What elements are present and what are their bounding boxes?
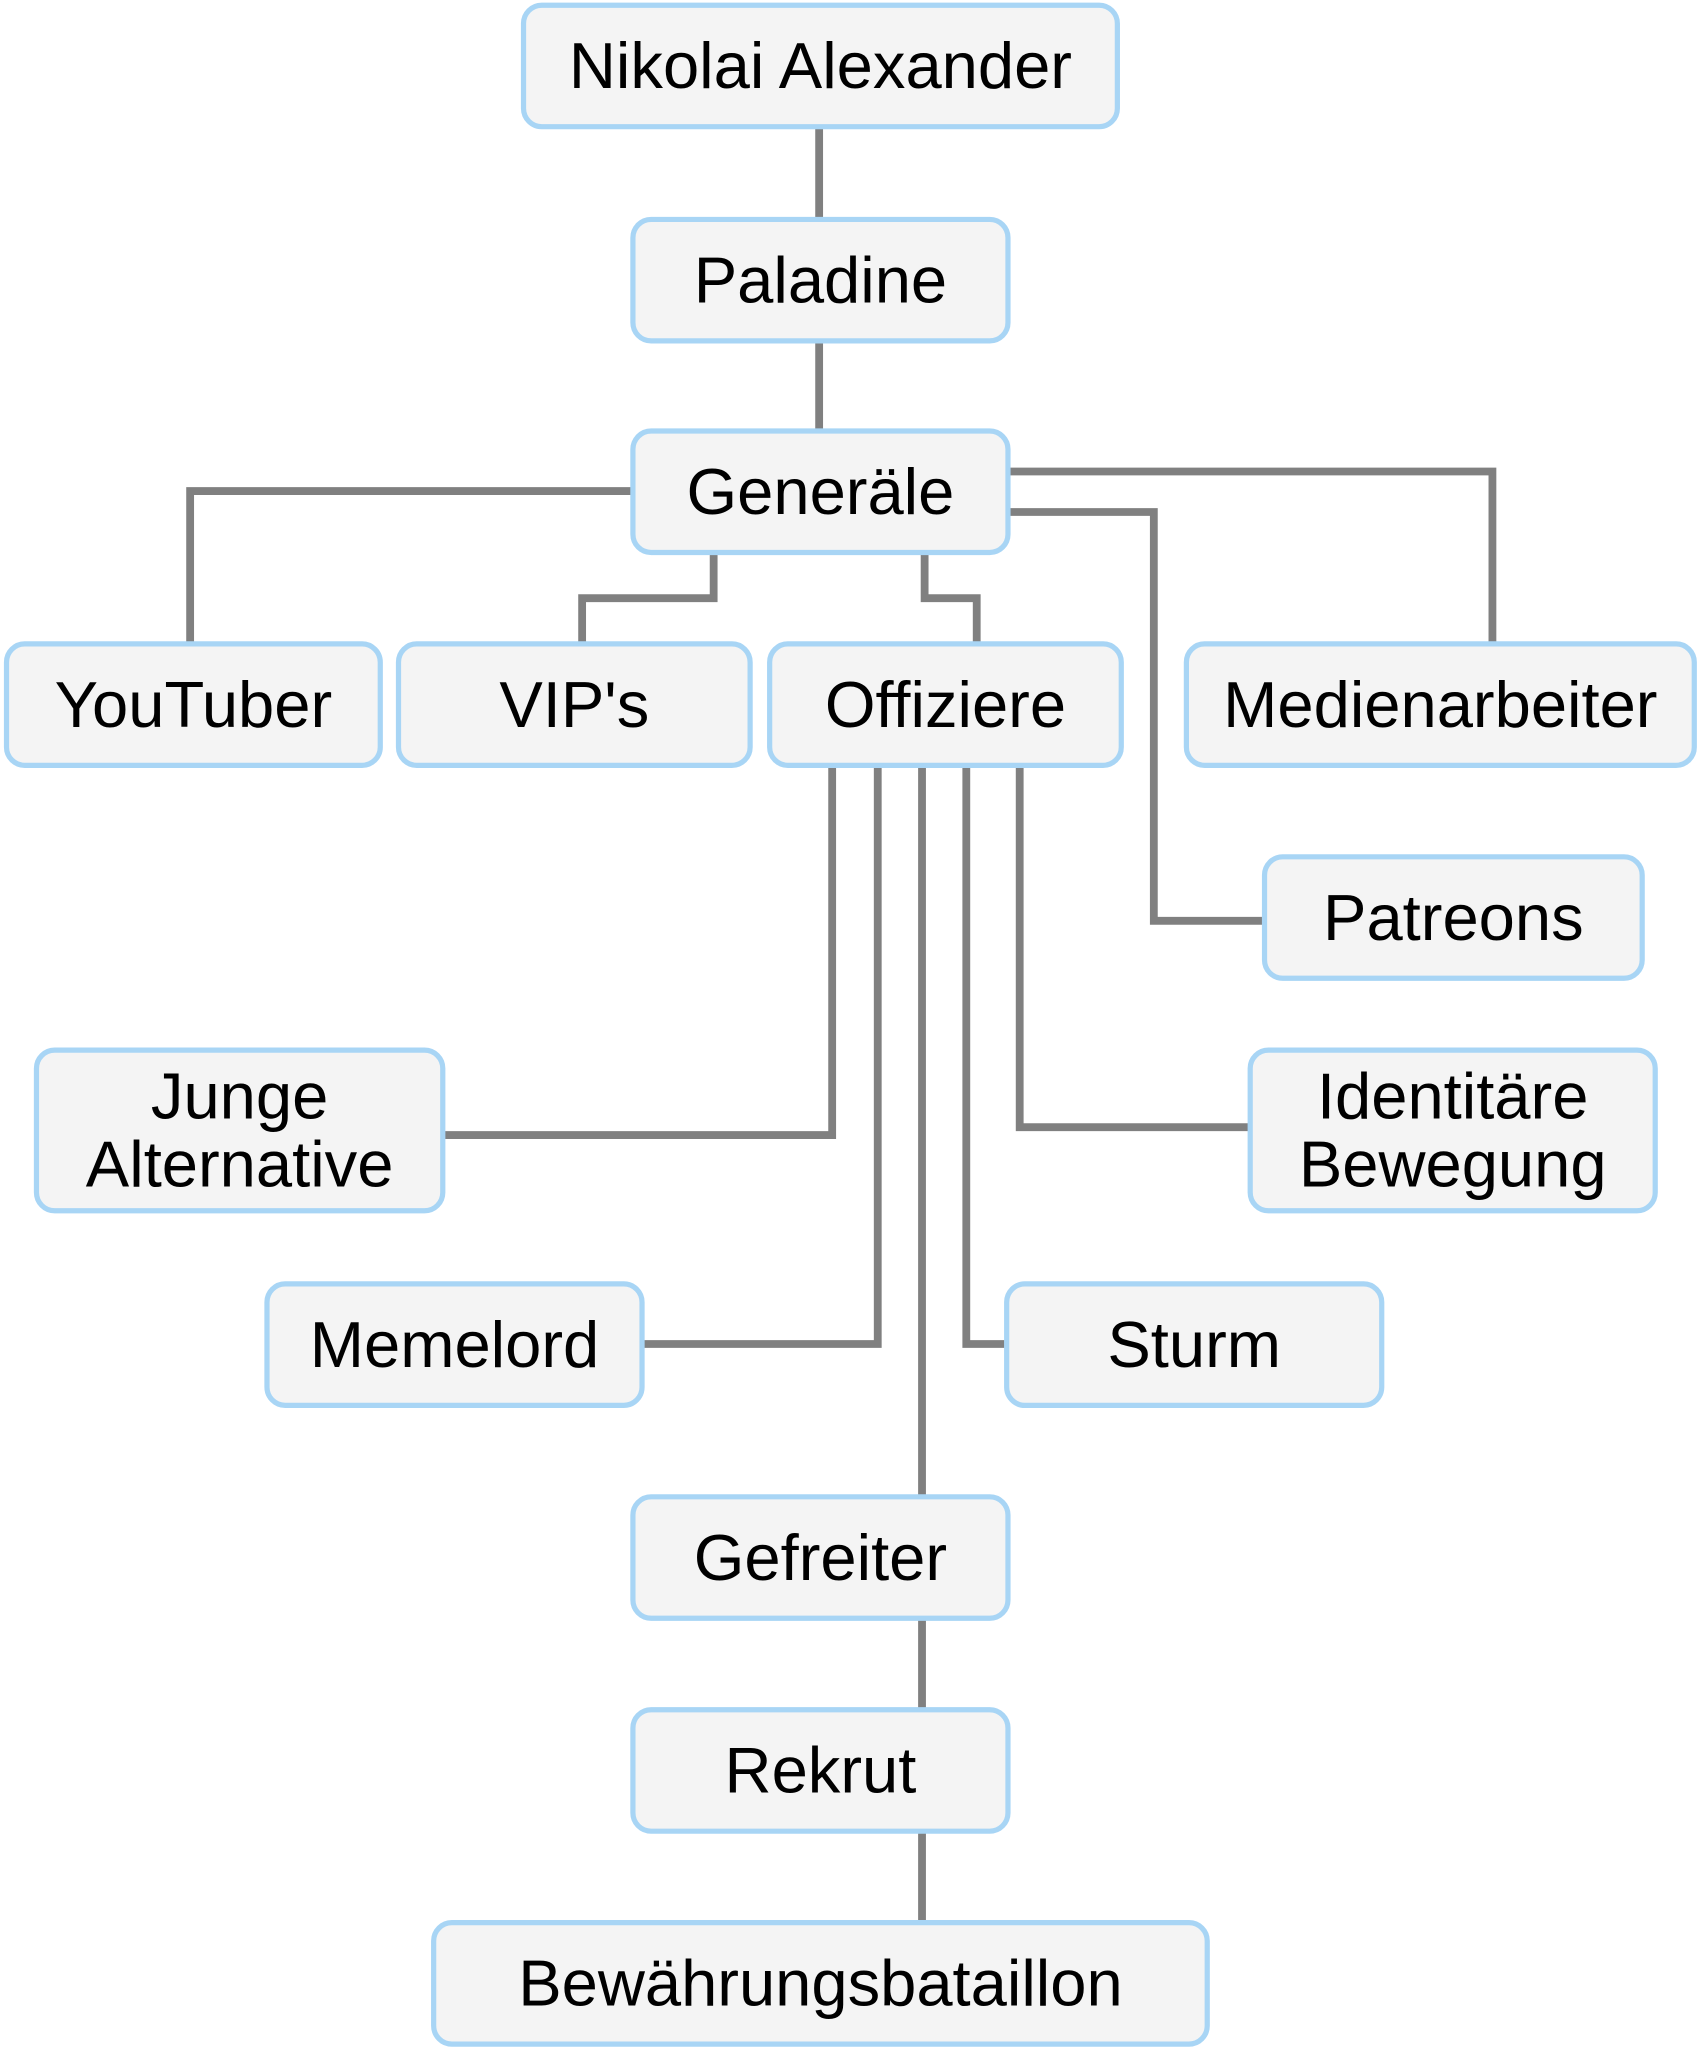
node-bewaehrung[interactable]: Bewährungsbataillon xyxy=(431,1920,1210,2047)
node-label: Nikolai Alexander xyxy=(569,29,1072,102)
node-box xyxy=(33,1047,446,1214)
edges-layer xyxy=(186,126,1497,1923)
node-box xyxy=(1261,854,1645,981)
node-label: VIP's xyxy=(499,668,649,741)
edge-offiziere-to-junge xyxy=(442,765,837,1139)
node-offiziere[interactable]: Offiziere xyxy=(767,641,1124,768)
node-label: Medienarbeiter xyxy=(1223,668,1657,741)
node-label: Identitäre xyxy=(1317,1060,1588,1133)
node-label: Paladine xyxy=(694,243,947,316)
node-label: Offiziere xyxy=(825,668,1066,741)
node-label: Bewegung xyxy=(1299,1128,1607,1201)
node-box xyxy=(1247,1047,1658,1214)
node-box xyxy=(630,1494,1011,1621)
node-box xyxy=(264,1281,645,1408)
edge-generaele-to-offiziere xyxy=(920,552,981,644)
edge-generaele-to-medienarbeiter xyxy=(1007,467,1497,644)
node-label: Rekrut xyxy=(725,1734,917,1807)
node-sturm[interactable]: Sturm xyxy=(1004,1281,1385,1408)
node-youtuber[interactable]: YouTuber xyxy=(3,641,383,768)
edge-offiziere-to-identitaere xyxy=(1015,765,1251,1132)
node-label: Alternative xyxy=(86,1128,394,1201)
node-patreons[interactable]: Patreons xyxy=(1261,854,1645,981)
node-label: Patreons xyxy=(1323,881,1584,954)
node-label: Junge xyxy=(151,1060,328,1133)
edge-generaele-to-patreons xyxy=(1007,508,1265,925)
node-medienarbeiter[interactable]: Medienarbeiter xyxy=(1183,641,1697,768)
node-box xyxy=(767,641,1124,768)
node-vips[interactable]: VIP's xyxy=(395,641,753,768)
node-box xyxy=(630,216,1011,344)
node-label: Bewährungsbataillon xyxy=(518,1946,1122,2019)
node-box xyxy=(630,1707,1011,1834)
node-label: Memelord xyxy=(310,1308,599,1381)
node-box xyxy=(431,1920,1210,2047)
node-box xyxy=(1183,641,1697,768)
node-label: Sturm xyxy=(1107,1308,1281,1381)
node-label: YouTuber xyxy=(55,668,333,741)
node-box xyxy=(3,641,383,768)
edge-generaele-to-youtuber xyxy=(186,487,633,644)
node-box xyxy=(395,641,753,768)
edge-offiziere-to-sturm xyxy=(962,765,1007,1348)
node-nikolai[interactable]: Nikolai Alexander xyxy=(520,2,1120,130)
node-paladine[interactable]: Paladine xyxy=(630,216,1011,344)
edge-offiziere-to-memelord xyxy=(642,765,882,1348)
node-rekrut[interactable]: Rekrut xyxy=(630,1707,1011,1834)
node-generaele[interactable]: Generäle xyxy=(630,428,1011,556)
node-box xyxy=(1004,1281,1385,1408)
node-box xyxy=(520,2,1120,130)
node-box xyxy=(630,428,1011,556)
nodes-layer: Nikolai AlexanderPaladineGeneräleYouTube… xyxy=(3,2,1697,2047)
node-gefreiter[interactable]: Gefreiter xyxy=(630,1494,1011,1621)
node-label: Generäle xyxy=(687,455,955,528)
node-label: Gefreiter xyxy=(694,1521,947,1594)
node-memelord[interactable]: Memelord xyxy=(264,1281,645,1408)
edge-generaele-to-vips xyxy=(578,552,718,644)
